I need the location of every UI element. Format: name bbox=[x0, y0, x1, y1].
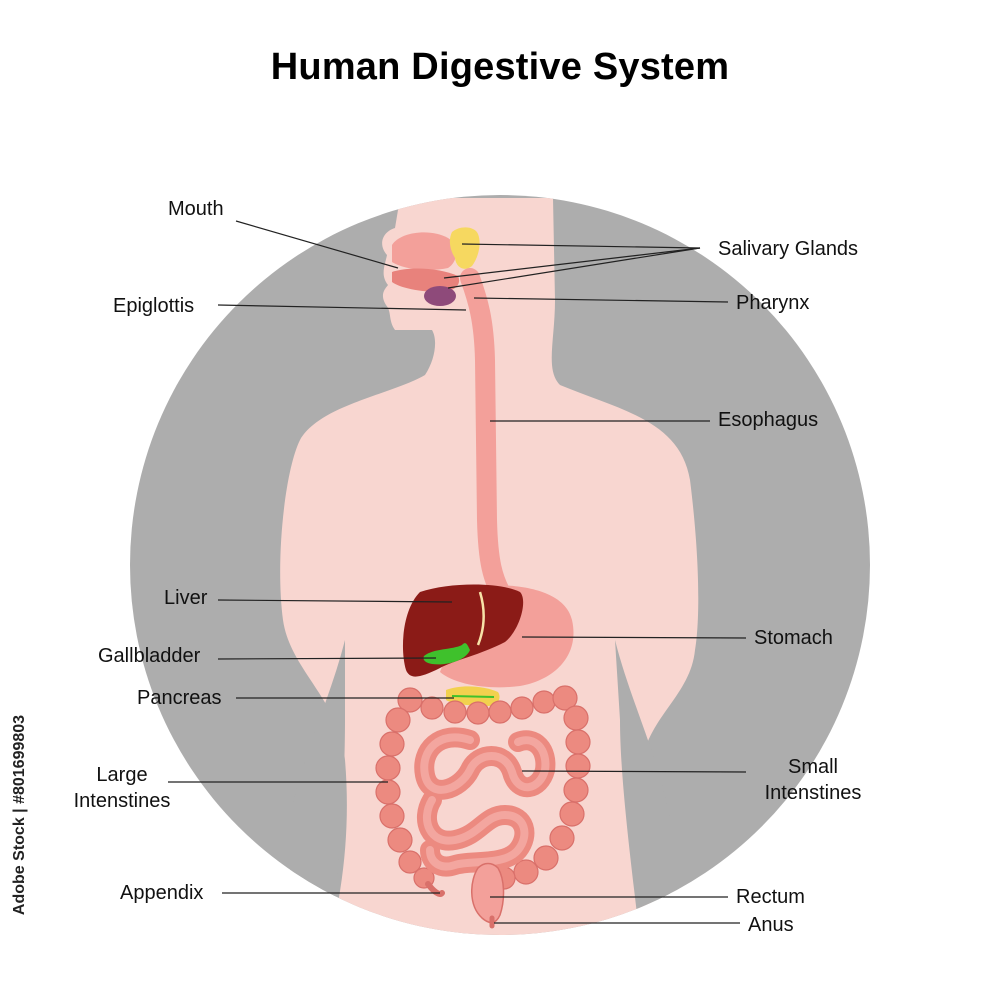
stock-image-id-text: Adobe Stock | #801699803 bbox=[11, 714, 28, 916]
tongue-shape bbox=[424, 286, 456, 306]
label-small-intestines-line2: Intenstines bbox=[764, 782, 862, 804]
label-epiglottis: Epiglottis bbox=[113, 295, 195, 317]
label-large-intestines-line1: Large bbox=[96, 764, 148, 786]
label-mouth: Mouth bbox=[168, 198, 224, 220]
label-pancreas: Pancreas bbox=[137, 687, 222, 709]
label-gallbladder: Gallbladder bbox=[98, 645, 201, 667]
label-rectum: Rectum bbox=[736, 886, 805, 908]
rectum-shape bbox=[471, 862, 505, 924]
liver-divider bbox=[476, 591, 485, 646]
label-salivary-glands: Salivary Glands bbox=[718, 238, 859, 260]
label-appendix: Appendix bbox=[120, 882, 204, 904]
large-intestine-shape bbox=[375, 685, 591, 890]
label-large-intestines: Large Intenstines bbox=[60, 762, 184, 814]
diagram-title: Human Digestive System bbox=[270, 46, 730, 88]
small-intestine-inner bbox=[420, 733, 550, 871]
pancreatic-duct bbox=[451, 695, 495, 698]
label-stomach: Stomach bbox=[754, 627, 833, 649]
esophagus-shape bbox=[460, 268, 515, 610]
label-small-intestines: Small Intenstines bbox=[752, 754, 874, 806]
gallbladder-shape bbox=[423, 643, 470, 665]
label-esophagus: Esophagus bbox=[718, 409, 819, 431]
label-liver: Liver bbox=[164, 587, 208, 609]
label-pharynx: Pharynx bbox=[736, 292, 810, 314]
leader-lines bbox=[168, 220, 747, 924]
label-large-intestines-line2: Intenstines bbox=[73, 790, 171, 812]
nasal-cavity-shape bbox=[392, 232, 457, 270]
salivary-gland-shape bbox=[449, 227, 480, 269]
label-small-intestines-line1: Small bbox=[787, 756, 838, 778]
stock-image-id: Adobe Stock | #801699803 bbox=[2, 715, 38, 915]
label-anus: Anus bbox=[748, 914, 794, 936]
